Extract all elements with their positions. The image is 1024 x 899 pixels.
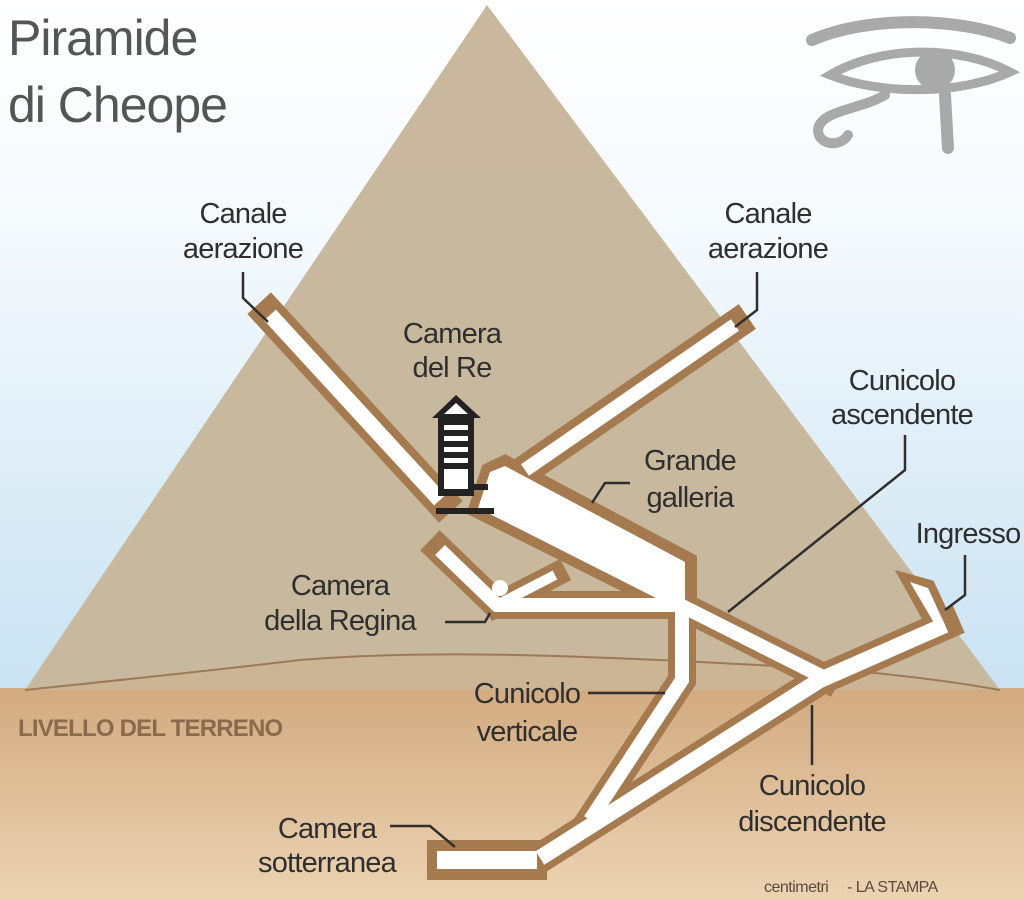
credit-brand: centimetri <box>764 879 828 896</box>
eye-of-horus-icon <box>806 16 1021 154</box>
kings-chamber-icon <box>432 395 494 514</box>
subterranean-chamber <box>437 851 537 869</box>
label-descending-1: Cunicolo <box>759 770 865 802</box>
label-ascending-2: ascendente <box>831 399 973 431</box>
credit-source: - LA STAMPA <box>847 879 939 896</box>
label-air-shaft-right-2: aerazione <box>708 233 828 265</box>
label-air-shaft-left-1: Canale <box>199 198 286 230</box>
label-kings-chamber-1: Camera <box>403 318 503 350</box>
leader-lines <box>241 272 967 848</box>
label-kings-chamber-2: del Re <box>412 352 491 384</box>
air-shaft-left <box>264 309 446 506</box>
passages <box>264 309 949 869</box>
grand-gallery <box>478 466 685 612</box>
label-ascending-1: Cunicolo <box>849 365 955 397</box>
label-queens-chamber-2: della Regina <box>264 605 417 637</box>
label-descending-2: discendente <box>738 806 886 838</box>
bedrock <box>25 654 1000 690</box>
title-line-2: di Cheope <box>8 77 227 133</box>
label-grand-gallery-1: Grande <box>644 445 736 477</box>
ascending-passage <box>676 598 829 685</box>
label-queens-chamber-1: Camera <box>291 570 391 602</box>
pyramid <box>25 5 1000 690</box>
label-air-shaft-left-2: aerazione <box>183 233 303 265</box>
air-shaft-right <box>521 319 739 476</box>
label-grand-gallery-2: galleria <box>646 482 735 514</box>
label-vertical-shaft-2: verticale <box>477 716 578 748</box>
label-subterranean-1: Camera <box>278 813 378 845</box>
label-ground-level: LIVELLO DEL TERRENO <box>18 715 283 742</box>
vertical-shaft <box>584 610 689 824</box>
label-entrance: Ingresso <box>916 518 1021 550</box>
entrance-opening <box>910 582 945 628</box>
title-line-1: Piramide <box>8 10 197 66</box>
label-subterranean-2: sotterranea <box>258 847 398 879</box>
label-vertical-shaft-1: Cunicolo <box>474 678 580 710</box>
label-air-shaft-right-1: Canale <box>724 198 811 230</box>
